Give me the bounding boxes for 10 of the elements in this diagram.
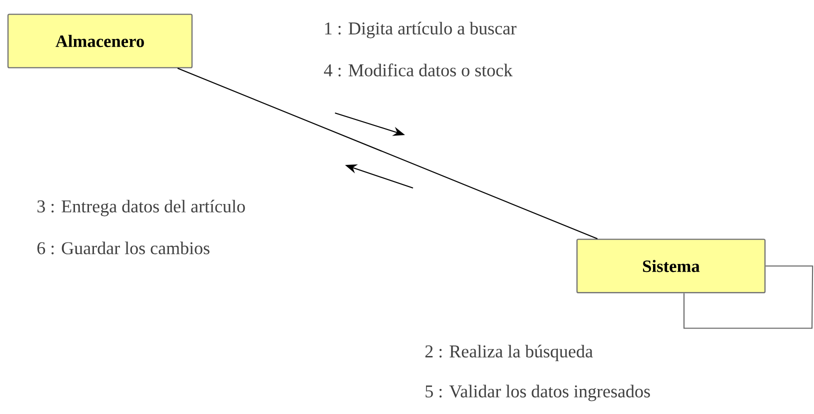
message-label: 4 : Modifica datos o stock [324,64,513,76]
object-box: Sistema [576,238,766,294]
message-label: 5 : Validar los datos ingresados [426,384,650,402]
connector-line [177,68,598,240]
message-label: 1 : Digita artículo a buscar [325,22,516,38]
message-label: 3 : Entrega datos del artículo [37,200,245,216]
message-label: 6 : Guardar los cambios [37,242,210,254]
message-label: 2 : Realiza la búsqueda [425,344,593,362]
connector-line [683,265,814,329]
object-box: Almacenero [7,14,193,68]
